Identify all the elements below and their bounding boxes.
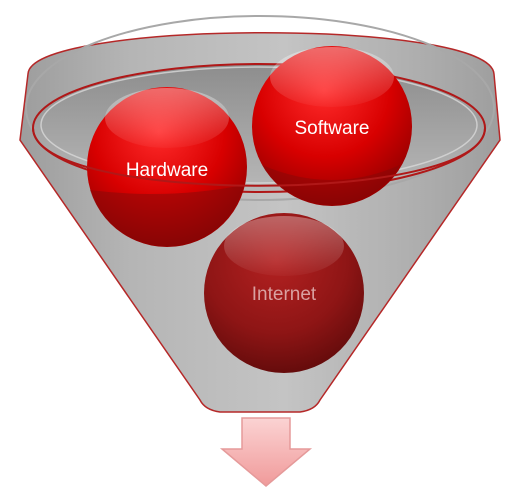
funnel-rim-outer — [25, 15, 495, 201]
funnel-rim-front — [32, 127, 486, 187]
internet-ball: Internet — [204, 213, 364, 373]
software-label: Software — [295, 118, 370, 139]
software-ball: Software — [252, 46, 412, 206]
down-arrow-icon — [219, 417, 313, 487]
hardware-ball: Hardware — [87, 87, 247, 247]
hardware-label: Hardware — [126, 160, 208, 181]
internet-label: Internet — [252, 284, 317, 305]
